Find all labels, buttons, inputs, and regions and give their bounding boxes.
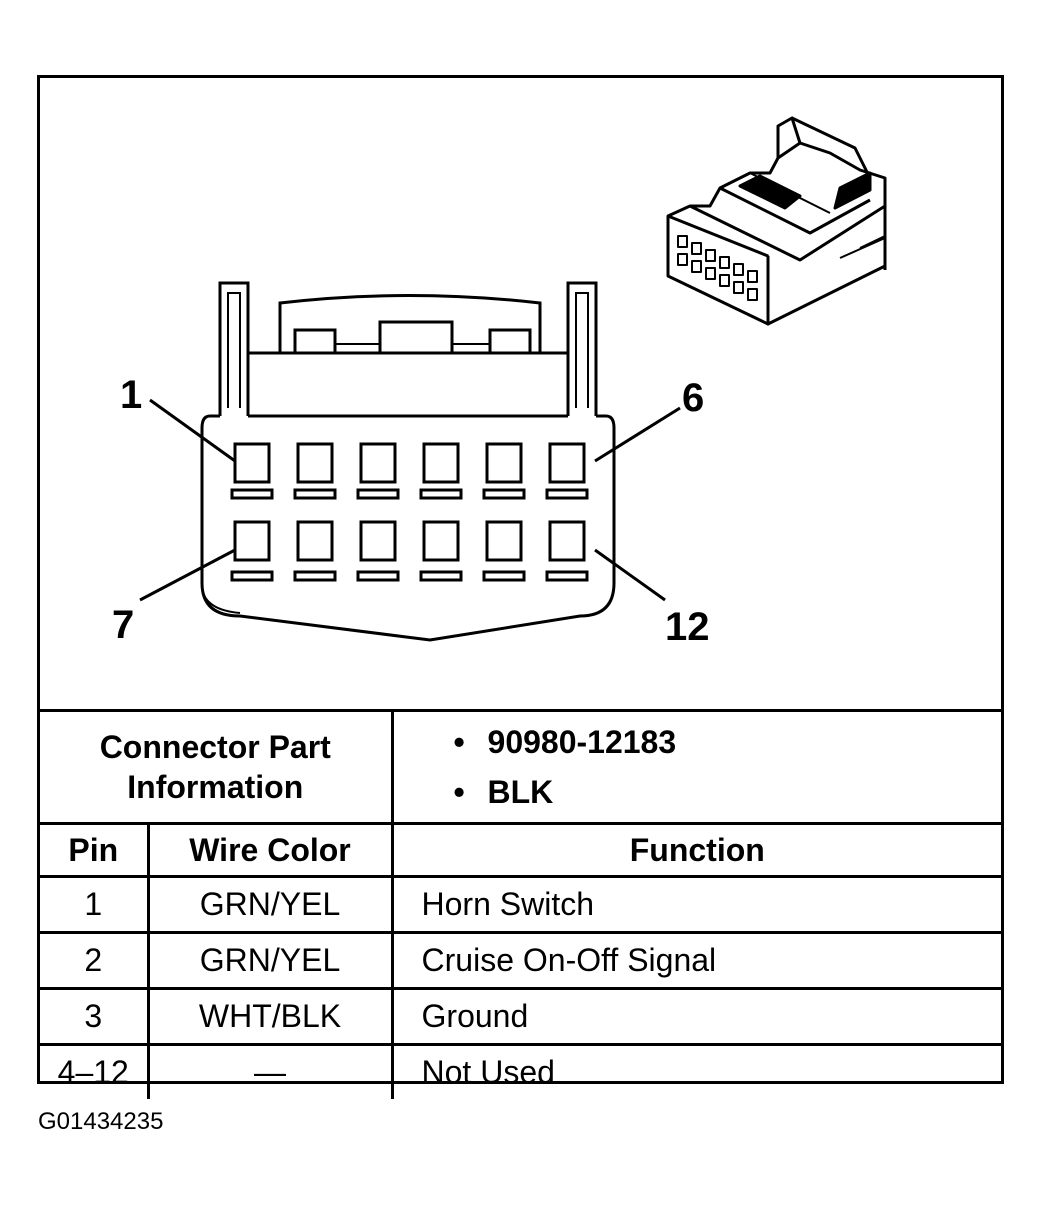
pin-cavity-3 xyxy=(356,442,400,500)
pin-label-12: 12 xyxy=(665,605,710,649)
table-row: 4–12 — Not Used xyxy=(40,1043,1002,1099)
connector-part-info-label-line1: Connector Part xyxy=(99,729,331,765)
header-wire-color: Wire Color xyxy=(146,822,394,878)
pin-cavity-12 xyxy=(545,520,589,582)
leader-line-pin-1 xyxy=(149,398,236,463)
part-number-item: • 90980-12183 xyxy=(394,722,1002,772)
figure-id-caption: G01434235 xyxy=(38,1108,164,1135)
connector-info-table: Connector Part Information • 90980-12183 … xyxy=(40,709,1002,1099)
pin-cavity-7 xyxy=(230,520,274,582)
pin-cell: 3 xyxy=(40,987,150,1046)
function-cell: Horn Switch xyxy=(390,875,1002,934)
connector-body xyxy=(200,281,616,642)
pin-leader-lines xyxy=(139,398,681,602)
connector-part-info-label-line2: Information xyxy=(127,769,304,805)
function-cell: Cruise On-Off Signal xyxy=(390,931,1002,990)
connector-isometric-illustration xyxy=(666,116,887,326)
wire-color-cell: — xyxy=(146,1043,394,1099)
pin-cell: 2 xyxy=(40,931,150,990)
wire-color-cell: GRN/YEL xyxy=(146,875,394,934)
pin-cavity-9 xyxy=(356,520,400,582)
connector-color: BLK xyxy=(487,774,554,810)
leader-line-pin-7 xyxy=(139,548,236,602)
diagram-frame: 1 6 7 12 xyxy=(37,75,1004,1099)
connector-face-diagram: 1 6 7 12 xyxy=(112,116,887,649)
connector-part-info-values: • 90980-12183 • BLK xyxy=(390,709,1002,825)
function-cell: Not Used xyxy=(390,1043,1002,1099)
leader-line-pin-6 xyxy=(594,406,681,463)
header-pin: Pin xyxy=(40,822,150,878)
pin-cavity-5 xyxy=(482,442,526,500)
pin-cavity-6 xyxy=(545,442,589,500)
header-function: Function xyxy=(390,822,1002,878)
pin-label-7: 7 xyxy=(112,603,134,647)
pin-cavity-4 xyxy=(419,442,463,500)
part-number: 90980-12183 xyxy=(487,724,677,760)
wire-color-cell: WHT/BLK xyxy=(146,987,394,1046)
pin-cavity-1 xyxy=(230,442,274,500)
pin-cell: 4–12 xyxy=(40,1043,150,1099)
connector-part-info-label: Connector Part Information xyxy=(40,709,394,825)
table-row: 1 GRN/YEL Horn Switch xyxy=(40,875,1002,934)
pin-label-6: 6 xyxy=(682,376,704,420)
wire-color-cell: GRN/YEL xyxy=(146,931,394,990)
pin-cavity-10 xyxy=(419,520,463,582)
pin-cavity-2 xyxy=(293,442,337,500)
function-cell: Ground xyxy=(390,987,1002,1046)
connector-color-item: • BLK xyxy=(394,772,1002,822)
pin-cavity-8 xyxy=(293,520,337,582)
table-row: 2 GRN/YEL Cruise On-Off Signal xyxy=(40,931,1002,990)
pin-cavity-11 xyxy=(482,520,526,582)
pin-label-1: 1 xyxy=(120,373,142,417)
table-row: 3 WHT/BLK Ground xyxy=(40,987,1002,1046)
bullet-icon: • xyxy=(453,724,465,760)
leader-line-pin-12 xyxy=(594,548,666,602)
bullet-icon: • xyxy=(453,774,465,810)
pin-cavities xyxy=(230,442,589,582)
pin-cell: 1 xyxy=(40,875,150,934)
